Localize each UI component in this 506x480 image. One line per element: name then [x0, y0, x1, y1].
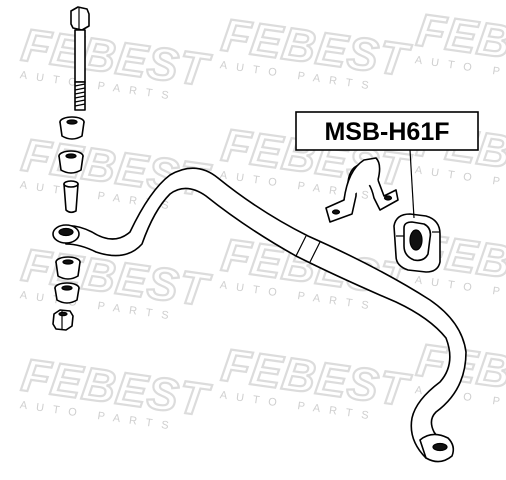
part-number-callout: MSB-H61F: [295, 111, 479, 219]
bar-end-eye-left: [52, 224, 80, 244]
stabilizer-link-parts: [52, 6, 90, 331]
bolt-thread: [74, 81, 86, 111]
leader-line: [409, 149, 415, 219]
link-spacer-sleeve: [63, 180, 79, 214]
link-bushing-upper-2: [58, 150, 84, 174]
watermark-1: FEBEST AUTO PARTS: [18, 17, 216, 103]
link-bolt: [70, 6, 90, 111]
watermark-2: FEBEST AUTO PARTS: [218, 7, 416, 93]
stabilizer-bushing-highlighted: [393, 213, 441, 273]
watermark-11: FEBEST AUTO PARTS: [218, 337, 416, 423]
bar-end-eye-right: [419, 433, 455, 463]
part-number-label: MSB-H61F: [324, 118, 449, 146]
watermark-10: FEBEST AUTO PARTS: [18, 347, 216, 433]
link-bushing-upper-1: [59, 116, 85, 140]
link-bushing-lower-2: [54, 282, 80, 304]
watermark-3: FEBEST AUTO PARTS: [413, 2, 506, 88]
bushing-bracket: [325, 157, 399, 223]
link-nut: [52, 309, 74, 331]
stabilizer-bar: [52, 167, 467, 463]
part-number-box: [295, 111, 479, 151]
link-bushing-lower-1: [55, 256, 81, 280]
